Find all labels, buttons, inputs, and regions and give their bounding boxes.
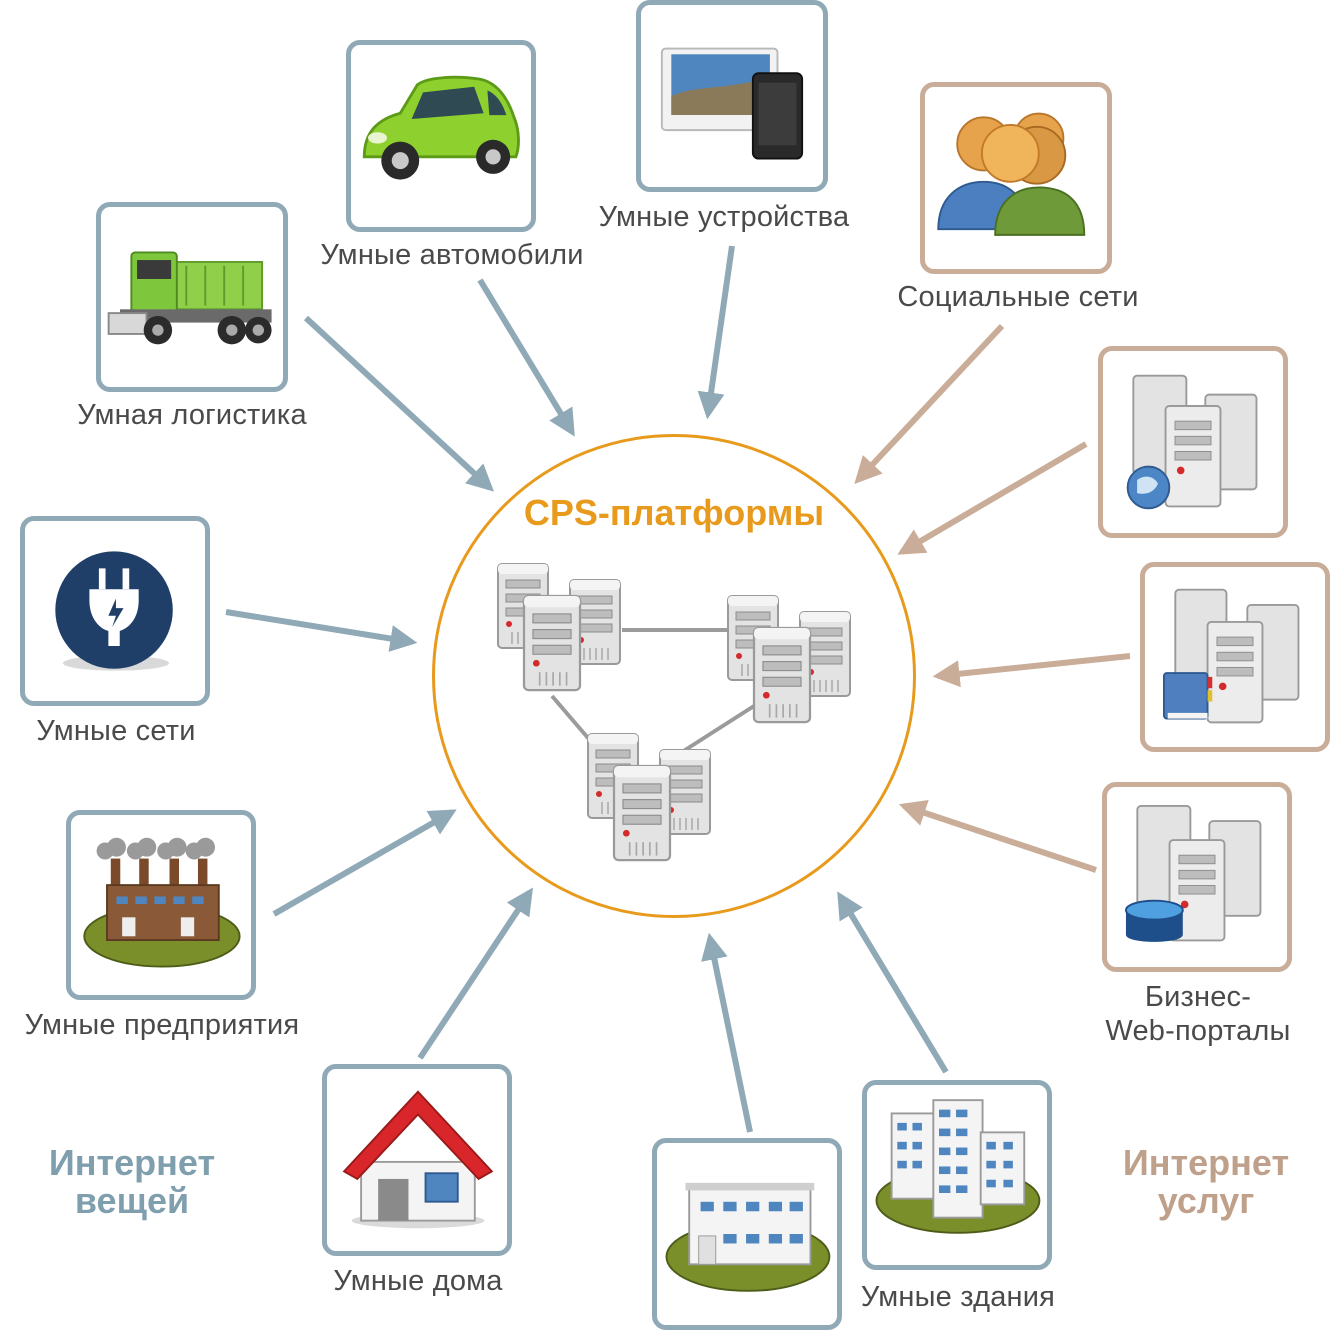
power-plug-icon	[55, 551, 173, 671]
arrow-social	[854, 323, 1005, 484]
node-homes-box	[322, 1064, 512, 1256]
node-cars-box	[346, 40, 536, 232]
server-cluster-right	[728, 596, 850, 722]
node-buildings-label: Умные здания	[860, 1281, 1056, 1313]
group-label-iot: Интернет вещей	[49, 1144, 215, 1220]
node-social-box	[920, 82, 1112, 274]
car-icon	[362, 75, 520, 180]
arrow-devices	[697, 245, 735, 420]
node-grids-box	[20, 516, 210, 706]
arrow-logistics	[303, 315, 494, 492]
node-portals-label: Бизнес- Web-порталы	[1105, 980, 1290, 1048]
node-portals-label-line1: Бизнес-	[1144, 981, 1252, 1013]
link-right-bottom	[680, 704, 756, 754]
arrow-doc-servers	[932, 653, 1131, 688]
node-web-servers-box	[1098, 346, 1288, 538]
node-office-box	[652, 1138, 842, 1330]
node-portals-label-line2: Web-порталы	[1105, 1015, 1291, 1047]
people-icon	[937, 112, 1086, 236]
node-cars-label: Умные автомобили	[320, 239, 584, 271]
node-devices-label: Умные устройства	[598, 201, 850, 233]
node-enterprises-label: Умные предприятия	[24, 1009, 300, 1041]
node-portals-box	[1102, 782, 1292, 972]
arrow-grids	[225, 609, 418, 652]
arrow-web-servers	[897, 441, 1088, 555]
node-grids-label: Умные сети	[36, 715, 196, 747]
server-cluster-diagram	[432, 434, 916, 918]
node-doc-servers-box	[1140, 562, 1330, 752]
buildings-icon	[875, 1099, 1041, 1234]
server-database-icon	[1125, 805, 1262, 942]
center-title: CPS-платформы	[523, 492, 825, 533]
cps-platform-circle	[432, 434, 916, 918]
server-cluster-bottom	[588, 734, 710, 860]
arrow-homes	[417, 887, 533, 1060]
group-label-iot-line1: Интернет	[48, 1142, 216, 1183]
node-buildings-box	[862, 1080, 1052, 1270]
node-homes-label: Умные дома	[333, 1265, 503, 1297]
arrow-buildings	[837, 891, 949, 1074]
group-label-services-line2: услуг	[1157, 1180, 1255, 1221]
office-building-icon	[665, 1182, 831, 1292]
web-server-globe-icon	[1126, 374, 1258, 510]
arrow-office	[701, 932, 753, 1133]
server-cluster-left	[498, 564, 620, 690]
dump-truck-icon	[107, 251, 272, 345]
house-icon	[342, 1090, 494, 1229]
node-logistics-label: Умная логистика	[77, 399, 307, 431]
node-logistics-box	[96, 202, 288, 392]
arrow-enterprises	[272, 809, 457, 917]
arrow-cars	[477, 278, 575, 437]
factory-icon	[83, 837, 241, 968]
node-enterprises-box	[66, 810, 256, 1000]
server-book-icon	[1163, 588, 1300, 724]
devices-icon	[660, 47, 804, 160]
node-social-label: Социальные сети	[897, 281, 1139, 313]
node-devices-box	[636, 0, 828, 192]
arrow-portals	[898, 800, 1097, 873]
group-label-iot-line2: вещей	[74, 1180, 190, 1221]
group-label-services: Интернет услуг	[1123, 1144, 1289, 1220]
group-label-services-line1: Интернет	[1122, 1142, 1290, 1183]
